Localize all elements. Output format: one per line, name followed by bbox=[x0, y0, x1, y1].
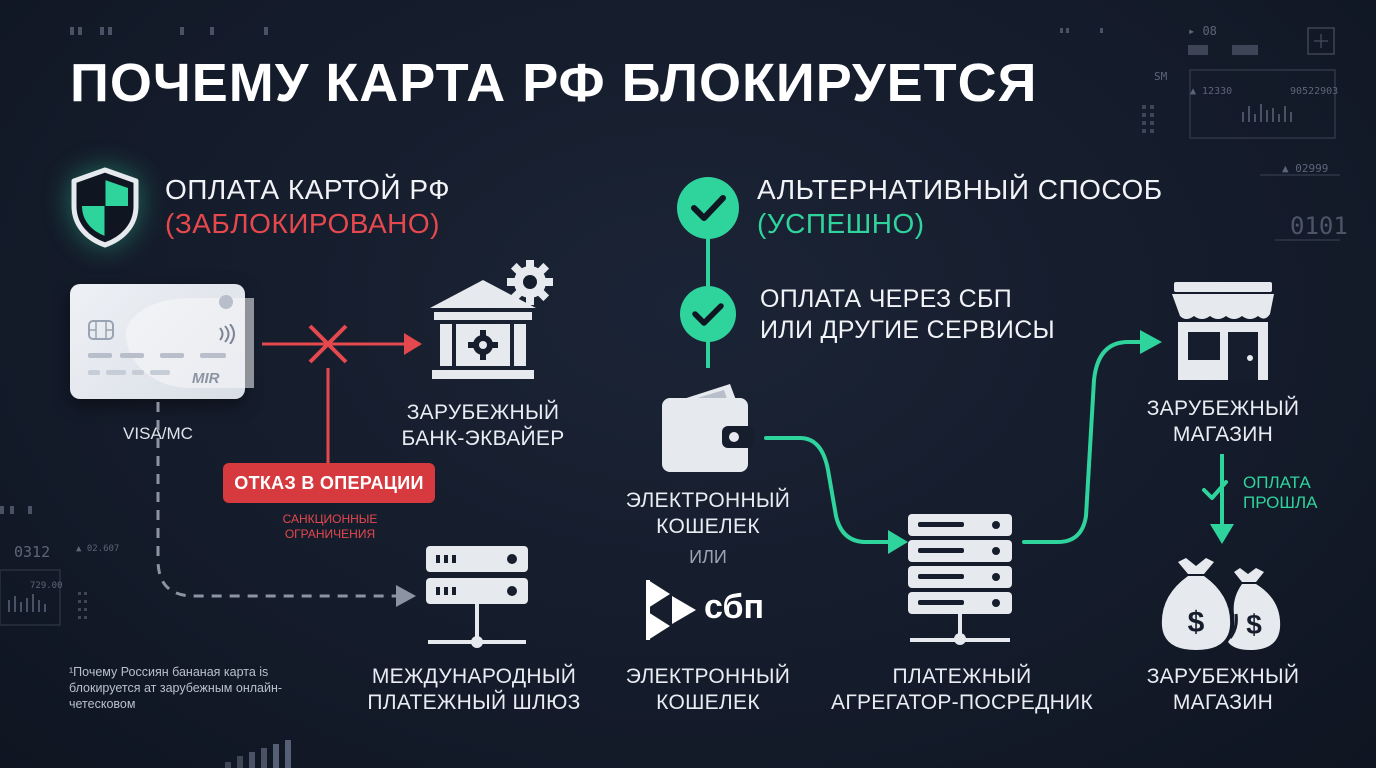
alt-step-2: ИЛИ ДРУГИЕ СЕРВИСЫ bbox=[760, 316, 1055, 344]
aggregator-label-2: АГРЕГАТОР-ПОСРЕДНИК bbox=[831, 691, 1093, 714]
card-label: VISA/MC bbox=[123, 424, 193, 443]
bank-label-1: ЗАРУБЕЖНЫЙ bbox=[406, 401, 560, 424]
paid-line-1: ОПЛАТА bbox=[1243, 473, 1311, 492]
bank-label: ЗАРУБЕЖНЫЙ БАНК-ЭКВАЙЕР bbox=[390, 400, 576, 452]
paid-note: ОПЛАТА ПРОШЛА bbox=[1243, 473, 1333, 513]
card-name-dashes bbox=[88, 370, 170, 375]
bank-gear-icon bbox=[430, 260, 553, 379]
decor-left-num-b: 729.00 bbox=[30, 581, 63, 591]
decor-bottom-bars bbox=[225, 740, 291, 768]
decor-num-a: ▲ 12330 bbox=[1190, 86, 1233, 97]
shop2-label: ЗАРУБЕЖНЫЙ МАГАЗИН bbox=[1126, 664, 1320, 716]
contactless-icon bbox=[219, 324, 235, 344]
blocked-arrow bbox=[262, 324, 422, 464]
page-title: ПОЧЕМУ КАРТА РФ БЛОКИРУЕТСЯ bbox=[70, 53, 1038, 113]
decor-dashes-top bbox=[70, 27, 268, 35]
card-dot bbox=[219, 295, 233, 309]
bank-label-2: БАНК-ЭКВАЙЕР bbox=[401, 427, 565, 450]
shop2-label-1: ЗАРУБЕЖНЫЙ bbox=[1146, 665, 1300, 688]
success-timeline bbox=[706, 238, 710, 368]
sanctions-line-1: САНКЦИОННЫЕ bbox=[282, 512, 378, 526]
sanctions-note: САНКЦИОННЫЕ ОГРАНИЧЕНИЯ bbox=[250, 512, 410, 542]
card-brand: MIR bbox=[192, 370, 220, 387]
decor-sm: SM bbox=[1154, 70, 1168, 83]
aggregator-server-icon bbox=[908, 514, 1012, 645]
wallet-to-aggregator-arrow bbox=[764, 436, 908, 554]
alt-step-1: ОПЛАТА ЧЕРЕЗ СБП bbox=[760, 285, 1013, 313]
svg-text:$: $ bbox=[1246, 609, 1262, 640]
sbp-logo-icon bbox=[646, 580, 696, 640]
decor-hud-left bbox=[0, 506, 87, 626]
sbp-label-2: КОШЕЛЕК bbox=[656, 691, 760, 714]
gateway-label: МЕЖДУНАРОДНЫЙ ПЛАТЕЖНЫЙ ШЛЮЗ bbox=[356, 664, 592, 716]
decor-num-b: 90522903 bbox=[1290, 86, 1339, 97]
shop-label: ЗАРУБЕЖНЫЙ МАГАЗИН bbox=[1126, 396, 1320, 448]
paid-line-2: ПРОШЛА bbox=[1243, 493, 1318, 512]
decor-code-text: 08 bbox=[1202, 24, 1217, 38]
aggregator-to-shop-arrow bbox=[1022, 330, 1162, 544]
check-circle-icon bbox=[677, 177, 739, 239]
sbp-logo-text: сбп bbox=[704, 588, 764, 626]
money-bags-icon: $ $ bbox=[1161, 558, 1281, 650]
paid-arrow bbox=[1202, 454, 1234, 544]
gateway-label-1: МЕЖДУНАРОДНЫЙ bbox=[371, 665, 577, 688]
decor-num-c: ▲ 02999 bbox=[1282, 162, 1329, 175]
shop-label-1: ЗАРУБЕЖНЫЙ bbox=[1146, 397, 1300, 420]
shop2-label-2: МАГАЗИН bbox=[1172, 691, 1274, 714]
shop-icon bbox=[1172, 282, 1274, 380]
or-text: ИЛИ bbox=[689, 547, 727, 567]
alt-step: ОПЛАТА ЧЕРЕЗ СБП ИЛИ ДРУГИЕ СЕРВИСЫ bbox=[760, 284, 1055, 346]
shop-label-2: МАГАЗИН bbox=[1172, 423, 1274, 446]
wallet-icon bbox=[662, 384, 754, 472]
chip-icon bbox=[88, 320, 114, 340]
footnote: ¹Почему Россиян бананая карта is блокиру… bbox=[69, 665, 283, 711]
dashed-route bbox=[156, 402, 416, 607]
decor-left-code: 0312 bbox=[14, 543, 51, 561]
decor-code: ▸ 08 bbox=[1188, 24, 1217, 38]
aggregator-label-1: ПЛАТЕЖНЫЙ bbox=[892, 665, 1032, 688]
decor-hud-right bbox=[1060, 27, 1340, 241]
sanctions-line-2: ОГРАНИЧЕНИЯ bbox=[284, 527, 376, 541]
bank-card: MIR bbox=[70, 284, 254, 399]
wallet-label: ЭЛЕКТРОННЫЙ КОШЕЛЕК bbox=[612, 488, 804, 540]
shield-icon bbox=[71, 167, 139, 248]
wallet-label-1: ЭЛЕКТРОННЫЙ bbox=[625, 489, 791, 512]
decor-binary: 0101 bbox=[1290, 212, 1348, 240]
check-circle-icon-2 bbox=[680, 286, 736, 342]
gateway-label-2: ПЛАТЕЖНЫЙ ШЛЮЗ bbox=[367, 691, 581, 714]
alt-heading: АЛЬТЕРНАТИВНЫЙ СПОСОБ bbox=[757, 174, 1163, 205]
aggregator-label: ПЛАТЕЖНЫЙ АГРЕГАТОР-ПОСРЕДНИК bbox=[826, 664, 1098, 716]
blocked-status: (ЗАБЛОКИРОВАНО) bbox=[165, 208, 440, 239]
svg-text:$: $ bbox=[1188, 606, 1205, 639]
wallet-label-2: КОШЕЛЕК bbox=[656, 515, 760, 538]
server-icon bbox=[426, 546, 528, 648]
decor-left-num-a: ▲ 02.607 bbox=[76, 544, 120, 554]
sbp-label-1: ЭЛЕКТРОННЫЙ bbox=[625, 665, 791, 688]
alt-status: (УСПЕШНО) bbox=[757, 208, 925, 239]
sbp-label: ЭЛЕКТРОННЫЙ КОШЕЛЕК bbox=[612, 664, 804, 716]
blocked-heading: ОПЛАТА КАРТОЙ РФ bbox=[165, 174, 450, 205]
card-number-dashes bbox=[88, 353, 226, 358]
deny-badge: ОТКАЗ В ОПЕРАЦИИ bbox=[223, 463, 435, 503]
